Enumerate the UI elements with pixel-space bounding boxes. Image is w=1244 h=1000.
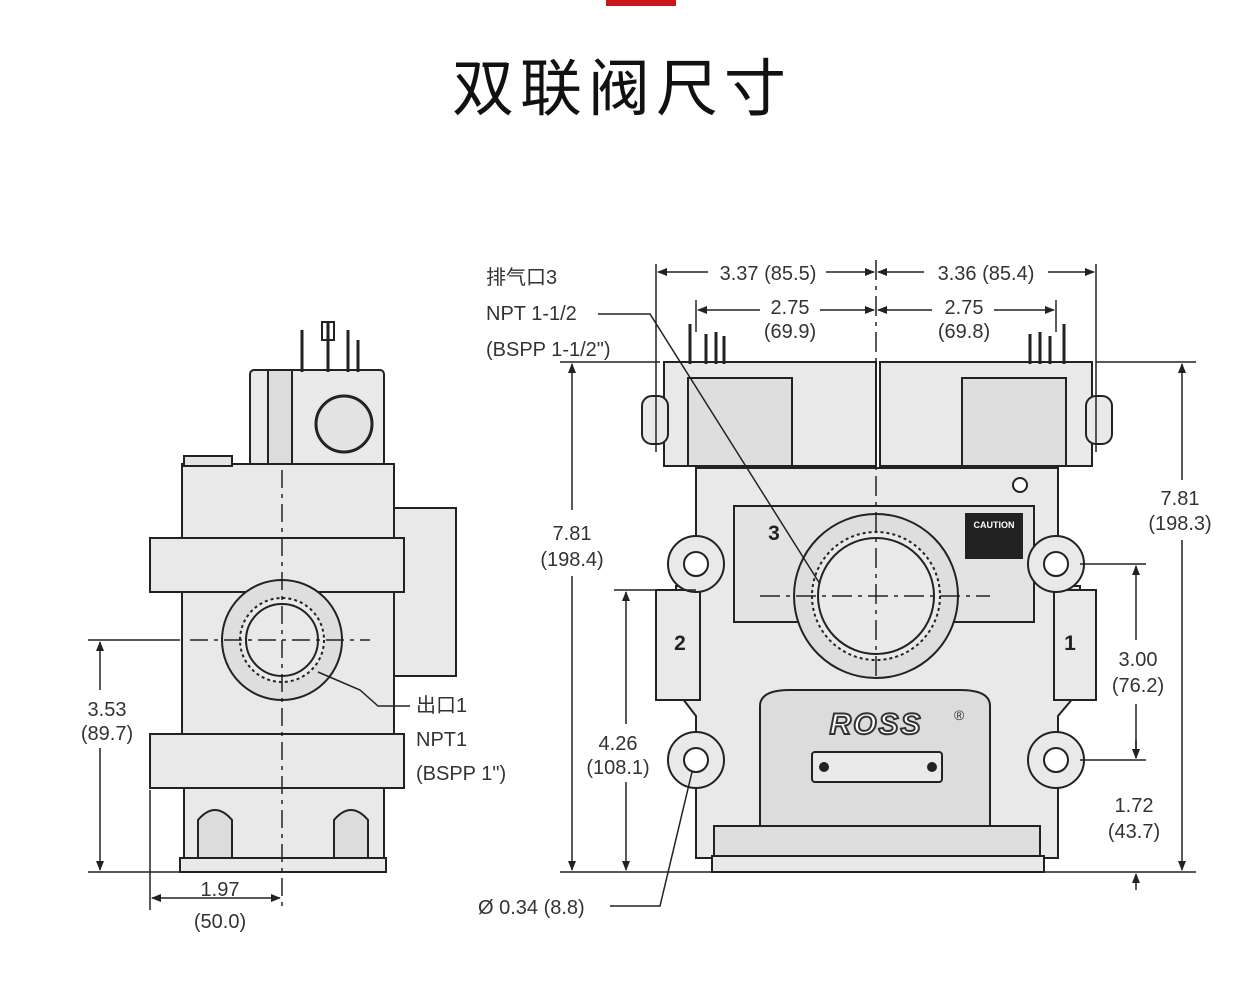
exhaust-bspp: (BSPP 1-1/2") [486, 339, 611, 361]
flange-lower [149, 733, 405, 789]
dim-right-inner-in: 2.75 [945, 297, 984, 319]
dim-left-inner-in: 2.75 [771, 297, 810, 319]
front-terminal-pins [688, 324, 1066, 364]
side-lobe-right [1053, 589, 1097, 701]
base-plate [179, 857, 387, 873]
dim-port-center-in: 4.26 [599, 733, 638, 755]
dim-hole-diameter: Ø 0.34 (8.8) [478, 897, 585, 919]
side-height-mm: (89.7) [81, 723, 133, 745]
valve-body-upper [181, 463, 395, 539]
port-3-label: 3 [768, 522, 780, 545]
front-base-plate [711, 855, 1045, 873]
dim-right-inner-mm: (69.8) [938, 321, 990, 343]
dim-right-height-mm: (198.3) [1148, 513, 1211, 535]
terminal-pins [300, 321, 360, 372]
accent-bar [606, 0, 676, 6]
dim-right-width: 3.36 (85.4) [938, 263, 1035, 285]
dim-hole-height-mm: (43.7) [1108, 821, 1160, 843]
side-width-in: 1.97 [201, 879, 240, 901]
dim-left-height-mm: (198.4) [540, 549, 603, 571]
exhaust-label: 排气口3 [486, 266, 557, 289]
solenoid-cap [314, 394, 374, 454]
brand-logo: ROSS [829, 708, 922, 741]
name-plate [811, 751, 943, 783]
side-centerlines [88, 470, 370, 910]
dim-port-center-mm: (108.1) [586, 757, 649, 779]
front-view [641, 324, 1113, 873]
side-width-mm: (50.0) [194, 911, 246, 933]
front-dimension-lines [568, 268, 1186, 907]
flange-upper [149, 537, 405, 593]
port-1-label: 1 [1064, 632, 1076, 655]
indicator-hole [1012, 477, 1028, 493]
exhaust-npt: NPT 1-1/2 [486, 303, 577, 325]
dim-hole-spacing-in: 3.00 [1119, 649, 1158, 671]
solenoid-cap-right [1085, 395, 1113, 445]
side-dimension-lines [96, 641, 410, 910]
outlet-bspp: (BSPP 1") [416, 763, 506, 785]
dim-left-height-in: 7.81 [553, 523, 592, 545]
port-2-label: 2 [674, 632, 686, 655]
dim-left-width: 3.37 (85.5) [720, 263, 817, 285]
side-height-in: 3.53 [88, 699, 127, 721]
dim-left-inner-mm: (69.9) [764, 321, 816, 343]
registered-mark: ® [954, 707, 965, 723]
dim-hole-spacing-mm: (76.2) [1112, 675, 1164, 697]
front-extension-lines [560, 260, 1196, 873]
outlet-npt: NPT1 [416, 729, 467, 751]
caution-text: CAUTION [974, 520, 1015, 530]
page-title: 双联阀尺寸 [451, 52, 792, 125]
solenoid-cap-left [641, 395, 669, 445]
caution-label [965, 513, 1023, 559]
dim-hole-height-in: 1.72 [1115, 795, 1154, 817]
dim-right-height-in: 7.81 [1161, 488, 1200, 510]
outlet-label: 出口1 [416, 694, 467, 717]
side-view [149, 321, 457, 873]
